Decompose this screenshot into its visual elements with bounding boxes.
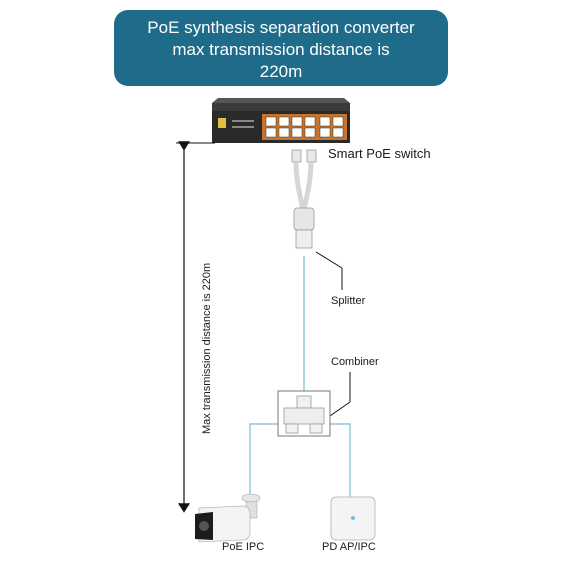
cable-lines [249, 256, 351, 508]
title-line-1: PoE synthesis separation converter [147, 18, 415, 37]
title-line-3: 220m [259, 62, 303, 81]
splitter-icon [291, 149, 317, 249]
camera-label: PoE IPC [222, 541, 264, 553]
title-banner: PoE synthesis separation converter max t… [114, 10, 448, 86]
combiner-icon [283, 395, 325, 434]
access-point-icon [330, 496, 376, 541]
title-line-2: max transmission distance is [172, 40, 390, 59]
switch-icon [212, 98, 350, 143]
splitter-label: Splitter [331, 295, 366, 307]
access-point-label: PD AP/IPC [322, 541, 376, 553]
distance-label: Max transmission distance is 220m [201, 263, 213, 434]
combiner-label: Combiner [331, 356, 379, 368]
camera-icon [195, 493, 261, 543]
distance-arrow-icon [176, 141, 215, 513]
switch-label: Smart PoE switch [328, 146, 431, 161]
